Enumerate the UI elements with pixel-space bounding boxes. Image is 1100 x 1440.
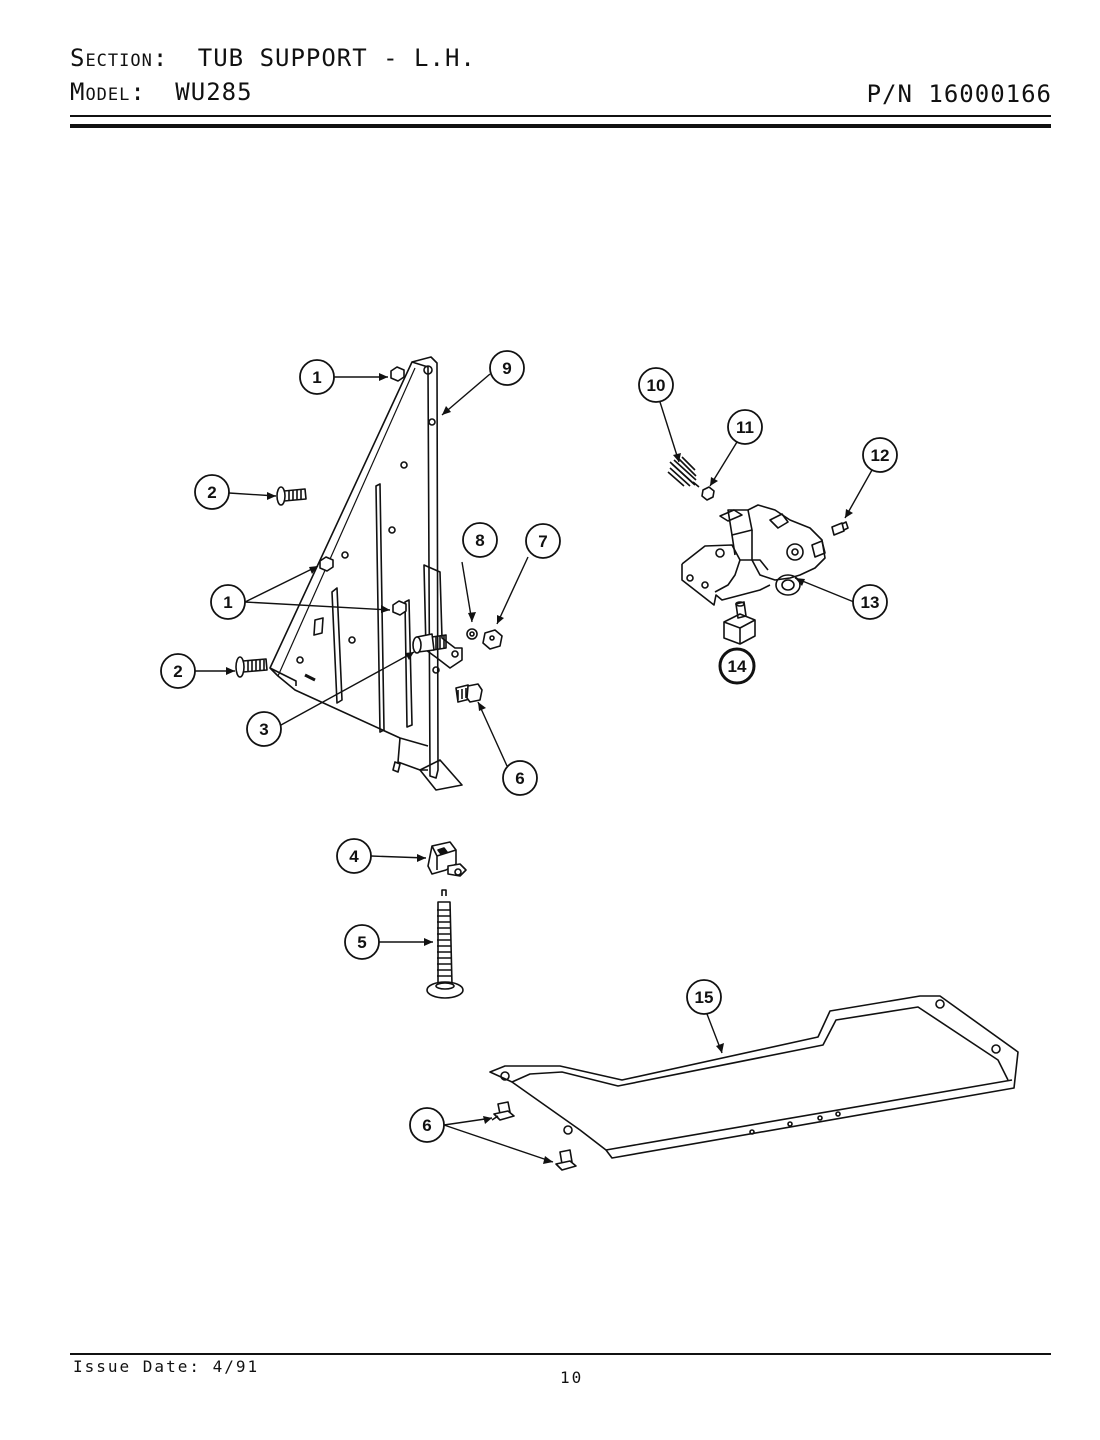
callout-14: 14 xyxy=(728,657,747,676)
callout-2-upper: 2 xyxy=(207,483,216,502)
spring xyxy=(667,456,700,488)
header-rule-thin xyxy=(70,115,1051,117)
callout-11: 11 xyxy=(736,418,754,437)
callout-1-lower: 1 xyxy=(223,593,232,612)
issue-date: Issue Date: 4/91 xyxy=(73,1357,260,1376)
foot-socket xyxy=(427,841,467,877)
callout-13: 13 xyxy=(861,593,880,612)
washer xyxy=(466,628,478,640)
shoulder-bolt xyxy=(412,633,447,654)
callout-2-lower: 2 xyxy=(173,662,182,681)
hex-screw-bracket xyxy=(455,683,483,703)
base-rail xyxy=(489,995,1019,1159)
section-value: TUB SUPPORT - L.H. xyxy=(197,44,476,72)
callout-8: 8 xyxy=(475,531,484,550)
page-number: 10 xyxy=(560,1368,584,1387)
carriage-bolt-lower xyxy=(235,656,268,678)
base-screw-upper xyxy=(491,1101,515,1121)
callout-12: 12 xyxy=(871,446,890,465)
section-label: Section: xyxy=(70,44,169,72)
spring-clip xyxy=(701,486,715,501)
callout-1-top: 1 xyxy=(312,368,321,387)
callout-6-base: 6 xyxy=(422,1116,431,1135)
pivot-assembly xyxy=(681,504,826,606)
nut-middle xyxy=(392,600,407,616)
callout-15: 15 xyxy=(695,988,714,1007)
callout-6-bracket: 6 xyxy=(515,769,524,788)
callout-10: 10 xyxy=(647,376,666,395)
header-rule-thick xyxy=(70,124,1051,128)
nut-left xyxy=(319,556,334,572)
model-value: WU285 xyxy=(175,78,253,106)
model-label: Model: xyxy=(70,78,146,106)
footer-rule xyxy=(70,1353,1051,1355)
nut-top xyxy=(390,366,405,382)
callout-3: 3 xyxy=(259,720,268,739)
callout-4: 4 xyxy=(349,847,359,866)
callout-9: 9 xyxy=(502,359,511,378)
callout-5: 5 xyxy=(357,933,366,952)
part-number: P/N 16000166 xyxy=(866,80,1052,108)
leveling-foot xyxy=(426,889,464,999)
carriage-bolt-upper xyxy=(276,486,307,506)
stud-block xyxy=(723,601,756,645)
tub-support-bracket xyxy=(269,356,463,791)
callout-7: 7 xyxy=(538,532,547,551)
small-screw-12 xyxy=(831,521,849,536)
base-screw-lower xyxy=(555,1149,577,1171)
